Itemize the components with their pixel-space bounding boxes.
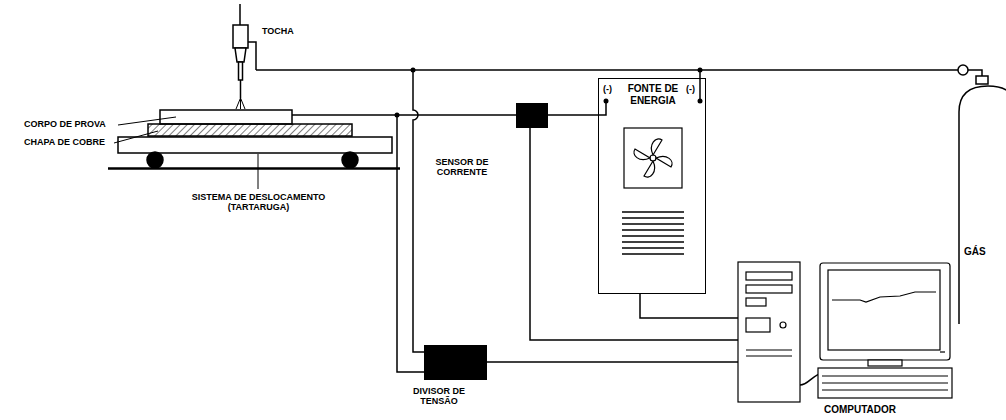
computer: COMPUTADOR: [738, 262, 952, 402]
current-sensor: SENSOR DE CORRENTE: [516, 103, 548, 128]
junction-dots: [395, 68, 703, 118]
wires: [256, 70, 958, 385]
part-label: TOCHA: [262, 26, 294, 36]
computer-label: COMPUTADOR: [824, 404, 896, 416]
part-label: SISTEMA DE DESLOCAMENTO (TARTARUGA): [176, 192, 341, 213]
part-label: CORPO DE PROVA: [24, 119, 106, 129]
power-source: (-)FONTE DE ENERGIA(-): [598, 78, 706, 294]
wire-connector: [530, 128, 738, 340]
gas-cylinder: GÁS: [958, 84, 1006, 324]
terminal-label: (-): [603, 84, 612, 94]
workpiece-carriage: [108, 110, 400, 169]
vent-grill: [622, 212, 684, 254]
wire-connector: [487, 361, 738, 363]
wire-connector: [548, 114, 598, 116]
power-source-title: FONTE DE ENERGIA: [623, 83, 683, 106]
cylinder-outline: [959, 86, 1006, 324]
terminal-label: (-): [686, 84, 695, 94]
leader-lines: [114, 117, 258, 189]
computer-symbol: [738, 262, 952, 402]
divider-label: DIVISOR DE TENSÃO: [410, 386, 468, 407]
gas-label: GÁS: [964, 246, 986, 258]
gas-regulator: [958, 65, 988, 84]
fan-symbol: [624, 128, 682, 188]
wire-connector: [640, 294, 738, 318]
sensor-label: SENSOR DE CORRENTE: [428, 157, 496, 178]
torch-symbol: [233, 4, 256, 109]
cylinder-outline: [958, 84, 1006, 324]
voltage-divider: DIVISOR DE TENSÃO: [424, 345, 487, 380]
part-label: CHAPA DE COBRE: [24, 137, 105, 147]
